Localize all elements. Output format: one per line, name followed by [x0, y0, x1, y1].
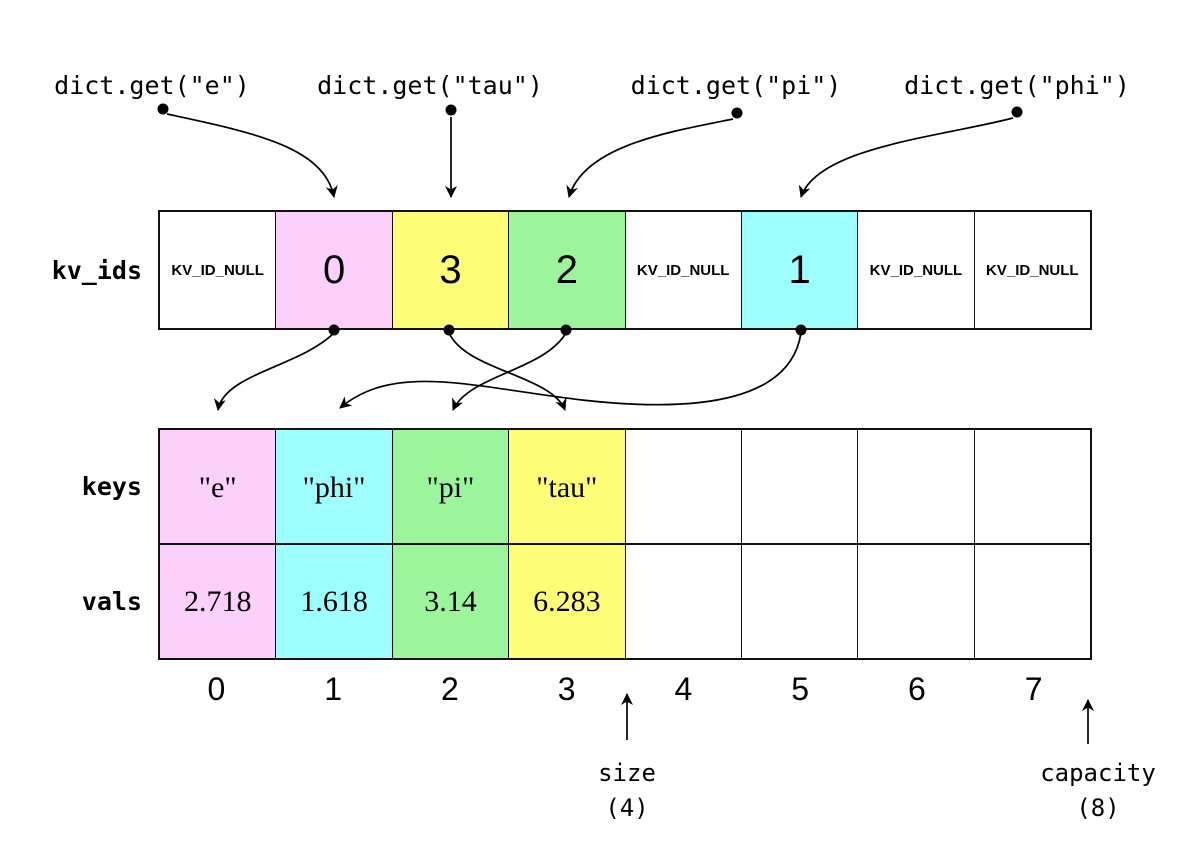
- kv-id-null-text: KV_ID_NULL: [636, 261, 730, 279]
- kv-id-null-text: KV_ID_NULL: [171, 261, 264, 279]
- keys-cell-4: [624, 430, 741, 545]
- key-value: "phi": [302, 470, 366, 504]
- kv-ids-cell-7: KV_ID_NULL: [973, 212, 1090, 328]
- dot-query-e: [157, 103, 169, 115]
- keys-cell-3: "tau": [508, 430, 625, 545]
- query-label-pi: dict.get("pi"): [630, 71, 842, 100]
- size-value: (4): [605, 794, 649, 822]
- kv-ids-cell-4: KV_ID_NULL: [624, 212, 741, 328]
- keys-row-label: keys: [81, 472, 142, 501]
- kv-ids-cell-0: KV_ID_NULL: [160, 212, 276, 328]
- index-label-0: 0: [207, 671, 226, 707]
- index-label-6: 6: [907, 671, 926, 707]
- vals-row-label: vals: [81, 587, 142, 616]
- keys-cell-5: [740, 430, 858, 545]
- arrow-query-pi-to-slot3: [566, 118, 734, 198]
- capacity-marker: capacity (8): [1013, 759, 1183, 822]
- index-label-1: 1: [324, 671, 343, 707]
- key-value: "tau": [536, 470, 598, 504]
- vals-cell-1: 1.618: [275, 545, 392, 658]
- capacity-label: capacity: [1040, 759, 1156, 787]
- kv-ids-array: KV_ID_NULL 0 3 2 KV_ID_NULL 1 KV_ID_NULL…: [158, 210, 1092, 330]
- capacity-value: (8): [1076, 794, 1120, 822]
- keys-cell-1: "phi": [275, 430, 392, 545]
- kv-ids-row-label: kv_ids: [51, 255, 142, 285]
- keys-cell-7: [973, 430, 1090, 545]
- keys-cell-2: "pi": [391, 430, 509, 545]
- size-marker: size (4): [552, 759, 702, 822]
- dot-query-pi: [731, 107, 743, 119]
- kv-ids-cell-1: 0: [275, 212, 392, 328]
- keys-array: "e" "phi" "pi" "tau": [158, 428, 1092, 545]
- arrow-id2-to-keys2: [452, 332, 567, 411]
- keys-cell-0: "e": [160, 430, 276, 545]
- kv-id-null-text: KV_ID_NULL: [869, 261, 963, 279]
- val-value: 6.283: [533, 584, 601, 618]
- index-label-4: 4: [674, 671, 693, 707]
- key-value: "e": [198, 470, 237, 504]
- arrow-id3-to-keys3: [448, 332, 567, 411]
- kv-ids-cell-6: KV_ID_NULL: [857, 212, 974, 328]
- vals-cell-4: [624, 545, 741, 658]
- kv-id-value: 2: [555, 247, 578, 292]
- arrow-query-e-to-slot1: [166, 113, 338, 198]
- dot-query-tau: [445, 104, 457, 116]
- val-value: 1.618: [300, 584, 368, 618]
- dot-query-phi: [1011, 106, 1023, 118]
- val-value: 3.14: [424, 584, 477, 618]
- kv-id-value: 3: [439, 247, 462, 292]
- kv-ids-cell-2: 3: [391, 212, 509, 328]
- kv-ids-cell-3: 2: [508, 212, 625, 328]
- kv-id-value: 1: [788, 247, 811, 292]
- index-label-5: 5: [791, 671, 810, 707]
- keys-cell-6: [857, 430, 974, 545]
- index-label-2: 2: [440, 671, 459, 707]
- arrow-id0-to-keys0: [213, 332, 335, 411]
- index-labels: 0 1 2 3 4 5 6 7: [158, 671, 1092, 708]
- key-value: "pi": [426, 470, 475, 504]
- vals-cell-3: 6.283: [508, 545, 625, 658]
- query-label-phi: dict.get("phi"): [904, 71, 1130, 100]
- kv-id-value: 0: [322, 247, 346, 292]
- vals-array: 2.718 1.618 3.14 6.283: [158, 543, 1092, 660]
- index-label-3: 3: [557, 671, 576, 707]
- vals-cell-0: 2.718: [160, 545, 276, 658]
- arrow-id1-to-keys1: [339, 332, 802, 409]
- val-value: 2.718: [183, 584, 252, 618]
- vals-cell-2: 3.14: [391, 545, 509, 658]
- vals-cell-7: [973, 545, 1090, 658]
- kv-id-null-text: KV_ID_NULL: [986, 261, 1079, 279]
- size-label: size: [598, 759, 656, 787]
- kv-ids-cell-5: 1: [740, 212, 858, 328]
- query-label-e: dict.get("e"): [54, 71, 250, 100]
- arrow-query-phi-to-slot5: [798, 117, 1014, 198]
- index-label-7: 7: [1024, 671, 1043, 707]
- query-label-tau: dict.get("tau"): [317, 71, 543, 100]
- vals-cell-5: [740, 545, 858, 658]
- vals-cell-6: [857, 545, 974, 658]
